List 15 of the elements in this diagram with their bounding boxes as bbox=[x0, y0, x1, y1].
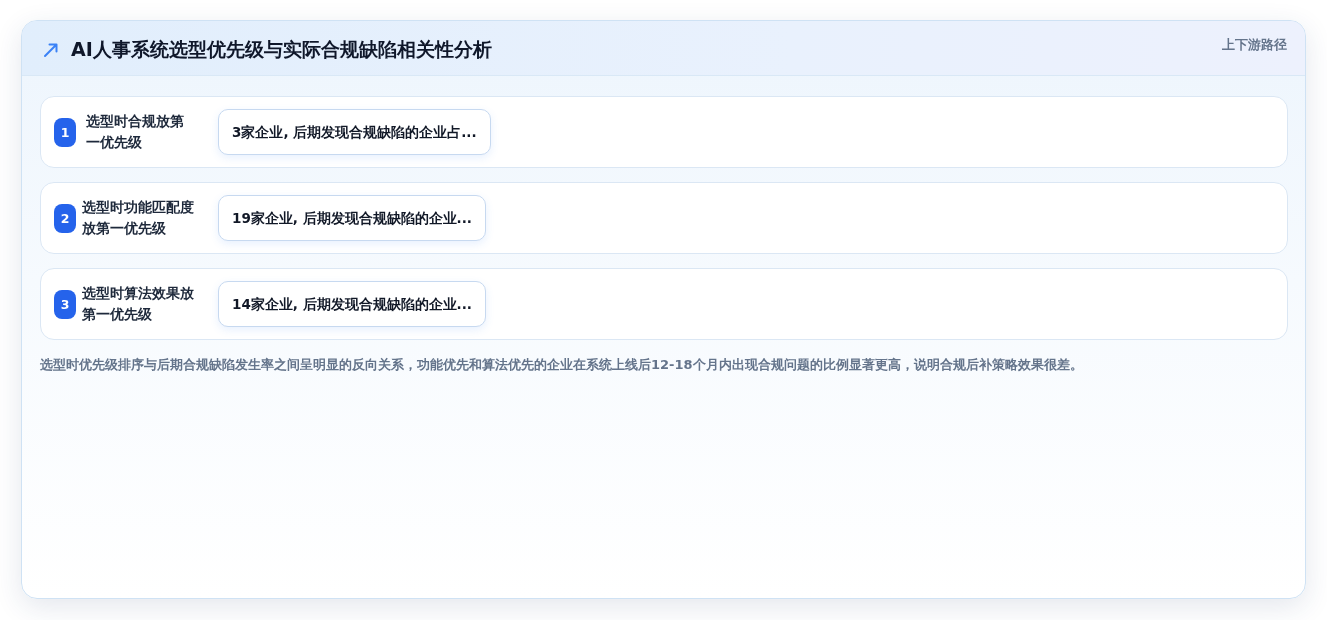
result-tag: 19家企业, 后期发现合规缺陷的企业... bbox=[218, 195, 486, 241]
option-label: 选型时合规放第一优先级 bbox=[86, 112, 185, 152]
option-label: 选型时功能匹配度放第一优先级 bbox=[82, 198, 195, 238]
option-row-card bbox=[40, 268, 1288, 340]
option-row-card bbox=[40, 182, 1288, 254]
option-row-card bbox=[40, 96, 1288, 168]
option-label: 选型时算法效果放第一优先级 bbox=[82, 284, 195, 324]
panel-title: AI人事系统选型优先级与实际合规缺陷相关性分析 bbox=[71, 37, 492, 62]
step-number: 3 bbox=[54, 290, 76, 319]
header-link-text: 上下游路径 bbox=[1222, 37, 1287, 53]
result-tag: 14家企业, 后期发现合规缺陷的企业... bbox=[218, 281, 486, 327]
step-number: 2 bbox=[54, 204, 76, 233]
result-tag: 3家企业, 后期发现合规缺陷的企业占... bbox=[218, 109, 491, 155]
summary-note: 选型时优先级排序与后期合规缺陷发生率之间呈明显的反向关系，功能优先和算法优先的企业在系统上线后12-18个月内出现合规问题的比例显著更高，说明合规后补策略效果很差。 bbox=[40, 356, 1083, 374]
step-number: 1 bbox=[54, 118, 76, 147]
